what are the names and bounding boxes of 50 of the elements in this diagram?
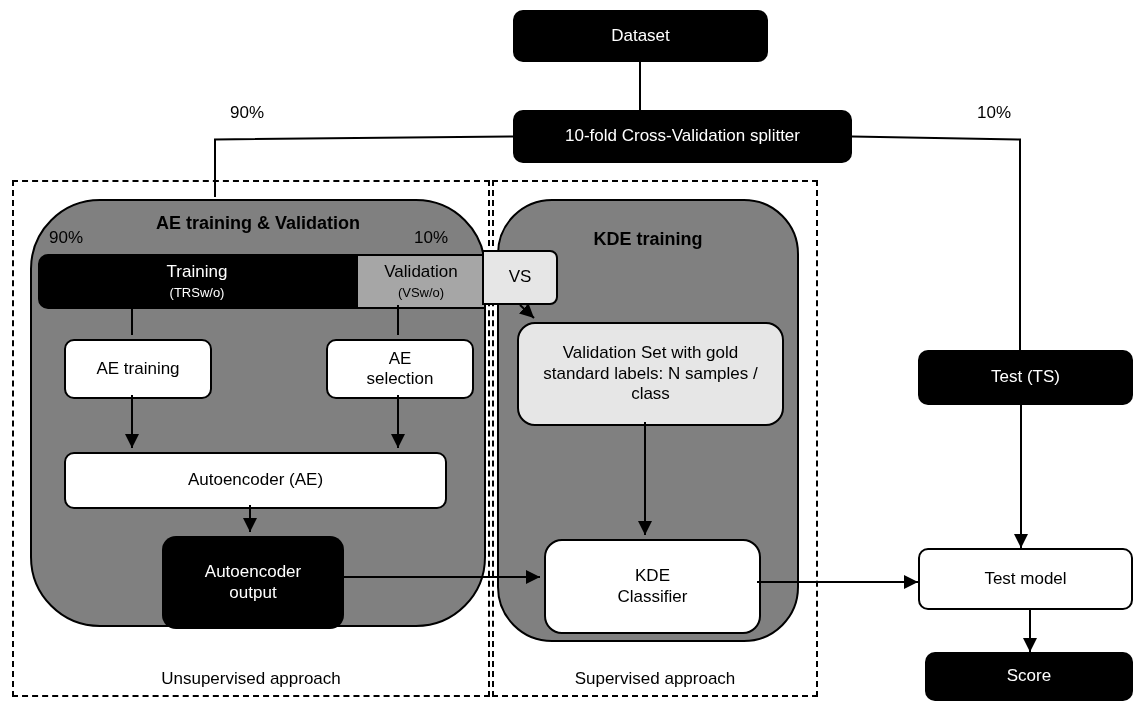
group-panel [30,199,486,627]
process-box [918,548,1133,610]
connector-line [851,135,1021,351]
connector-line [397,304,399,336]
node-label: VS [508,267,532,288]
node-label: 10-fold Cross-Validation splitter [565,126,800,147]
node-label: Validation [384,262,458,283]
process-box [326,339,474,399]
dashed-region [12,180,490,697]
node-sublabel: (TRSw/o) [169,285,225,301]
node-label: KDE Classifier [616,566,689,607]
data-split-bar [356,254,486,309]
node-label: Autoencoder (AE) [187,470,324,491]
arrow [391,394,405,449]
process-box [513,110,852,163]
data-split-bar [38,254,356,309]
process-box [513,10,768,62]
arrow [756,575,919,589]
node-label: Training [166,262,228,283]
group-title: KDE training [593,229,703,251]
arrow [1014,404,1028,549]
group-title: AE training & Validation [156,213,360,235]
process-box [544,539,761,634]
arrow [1023,609,1037,653]
process-box [918,350,1133,405]
process-box [925,652,1133,701]
node-label: Score [1006,666,1052,687]
process-box [64,339,212,399]
process-box [64,452,447,509]
node-label: AE training [95,358,181,380]
percentage-label: 10% [414,228,449,248]
output-box [162,536,344,629]
connector-line [639,61,641,111]
arrow [125,394,139,449]
process-box [517,322,784,426]
dashed-region [492,180,818,697]
node-label: Dataset [611,25,670,47]
group-panel [497,199,799,642]
arrow [519,303,535,319]
connector-line [214,135,514,198]
node-label: AE selection [365,348,435,390]
node-label: Test (TS) [991,367,1060,388]
node-label: Autoencoder output [203,562,303,603]
percentage-label: 90% [49,228,84,248]
arrow [243,504,257,533]
node-label: Test model [984,568,1067,590]
node-sublabel: (VSw/o) [397,285,445,301]
process-box [482,250,558,305]
node-label: Validation Set with gold standard labels: N samples / class [543,343,758,405]
arrow [638,421,652,536]
